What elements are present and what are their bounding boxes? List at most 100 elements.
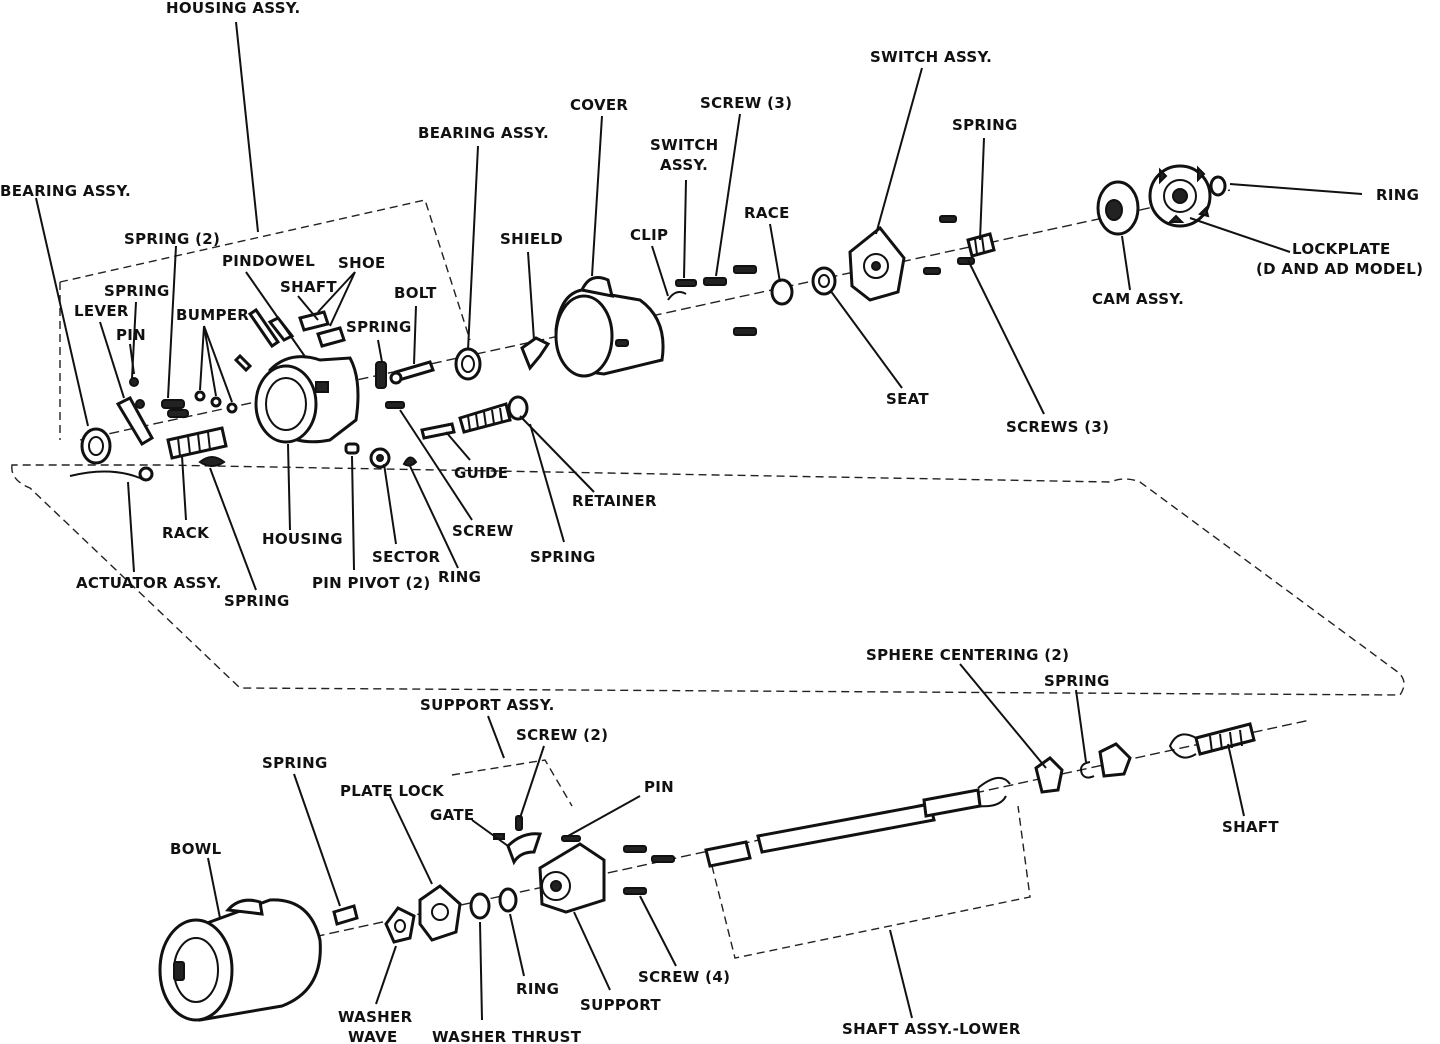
label-washer-wave-2: WAVE bbox=[348, 1028, 398, 1044]
spring-right-part bbox=[966, 232, 996, 258]
support-assy-bracket bbox=[451, 759, 573, 807]
label-screw-4: SCREW (4) bbox=[638, 968, 730, 986]
switch-assy-small-part bbox=[675, 279, 697, 287]
label-cover: COVER bbox=[570, 96, 628, 114]
label-bumper: BUMPER bbox=[176, 306, 249, 324]
label-ring-top: RING bbox=[1376, 186, 1419, 204]
race-part bbox=[770, 278, 794, 306]
label-race: RACE bbox=[744, 204, 790, 222]
label-spring-bowl: SPRING bbox=[262, 754, 328, 772]
shaft-top-part bbox=[267, 316, 295, 342]
label-sphere-centering-2: SPHERE CENTERING (2) bbox=[866, 646, 1069, 664]
spring-2-part bbox=[161, 399, 189, 418]
label-pin-top: PIN bbox=[116, 326, 146, 344]
ring-top-part bbox=[1209, 175, 1227, 197]
spring-lower-part bbox=[198, 456, 226, 467]
label-spring-lever: SPRING bbox=[104, 282, 170, 300]
label-bolt: BOLT bbox=[394, 284, 437, 302]
bowl-part bbox=[158, 898, 322, 1022]
label-plate-lock: PLATE LOCK bbox=[340, 782, 445, 800]
clip-part bbox=[667, 291, 687, 301]
spring-sphere-part bbox=[1080, 761, 1095, 779]
label-switch-assy-small-1: SWITCH bbox=[650, 136, 719, 154]
cover-part bbox=[554, 276, 665, 378]
label-support: SUPPORT bbox=[580, 996, 661, 1014]
label-screw-2: SCREW (2) bbox=[516, 726, 608, 744]
leader-lines bbox=[35, 21, 1363, 1021]
label-shaft-right: SHAFT bbox=[1222, 818, 1279, 836]
lever-part bbox=[115, 377, 155, 447]
upper-group-outline bbox=[11, 199, 1405, 696]
washer-thrust-part bbox=[469, 892, 491, 920]
housing-part bbox=[254, 355, 360, 444]
spring-guide-part bbox=[458, 402, 512, 434]
screw-mid-part bbox=[385, 401, 405, 409]
label-spring-housing: SPRING bbox=[346, 318, 412, 336]
label-sector: SECTOR bbox=[372, 548, 441, 566]
label-screw-3-top: SCREW (3) bbox=[700, 94, 792, 112]
label-retainer: RETAINER bbox=[572, 492, 657, 510]
label-washer-thrust: WASHER THRUST bbox=[432, 1028, 582, 1044]
spring-housing-part bbox=[375, 361, 387, 389]
ring-bottom-part bbox=[498, 887, 518, 913]
washer-wave-part bbox=[384, 906, 416, 944]
switch-assy-part bbox=[848, 225, 906, 302]
screw-2-part bbox=[515, 815, 523, 831]
label-shaft-assy-lower: SHAFT ASSY.-LOWER bbox=[842, 1020, 1021, 1038]
label-ring-bottom: RING bbox=[516, 980, 559, 998]
label-shaft-top: SHAFT bbox=[280, 278, 337, 296]
label-bearing-assy-left: BEARING ASSY. bbox=[0, 182, 131, 200]
label-housing: HOUSING bbox=[262, 530, 343, 548]
label-rack: RACK bbox=[162, 524, 210, 542]
support-part bbox=[538, 842, 606, 914]
label-spring-actuator: SPRING bbox=[224, 592, 290, 610]
seat-part bbox=[811, 266, 837, 296]
label-gate: GATE bbox=[430, 806, 474, 824]
label-pindowel: PINDOWEL bbox=[222, 252, 315, 270]
pindowel-part bbox=[233, 307, 281, 373]
cam-assy-part bbox=[1096, 180, 1140, 236]
retainer-part bbox=[507, 395, 529, 421]
label-pin-pivot-2: PIN PIVOT (2) bbox=[312, 574, 431, 592]
spring-bowl-part bbox=[332, 904, 359, 926]
label-housing-assy: HOUSING ASSY. bbox=[166, 0, 300, 17]
label-lever: LEVER bbox=[74, 302, 129, 320]
bumper-part bbox=[194, 390, 238, 414]
label-pin-bottom: PIN bbox=[644, 778, 674, 796]
label-washer-wave-1: WASHER bbox=[338, 1008, 413, 1026]
pin-bottom-part bbox=[561, 835, 581, 842]
bearing-assy-left-part bbox=[80, 427, 112, 465]
label-spring-guide: SPRING bbox=[530, 548, 596, 566]
label-guide: GUIDE bbox=[454, 464, 508, 482]
label-clip: CLIP bbox=[630, 226, 668, 244]
label-screws-3: SCREWS (3) bbox=[1006, 418, 1109, 436]
label-bowl: BOWL bbox=[170, 840, 222, 858]
actuator-assy-part bbox=[69, 466, 154, 482]
shaft-lower-part bbox=[704, 777, 1011, 868]
guide-part bbox=[420, 422, 456, 440]
label-bearing-assy-mid: BEARING ASSY. bbox=[418, 124, 549, 142]
plate-lock-part bbox=[418, 884, 462, 942]
gate-part bbox=[493, 832, 543, 866]
label-spring-right: SPRING bbox=[952, 116, 1018, 134]
label-spring-2-top: SPRING (2) bbox=[124, 230, 220, 248]
ring-mid-part bbox=[402, 456, 418, 467]
pin-pivot-part bbox=[344, 442, 360, 455]
shoe-part bbox=[298, 310, 346, 348]
label-switch-assy: SWITCH ASSY. bbox=[870, 48, 992, 66]
label-spring-sphere: SPRING bbox=[1044, 672, 1110, 690]
label-lockplate-1: LOCKPLATE bbox=[1292, 240, 1391, 258]
label-switch-assy-small-2: ASSY. bbox=[660, 156, 708, 174]
sphere-centering-part bbox=[1034, 742, 1132, 794]
label-support-assy: SUPPORT ASSY. bbox=[420, 696, 555, 714]
sector-part bbox=[369, 447, 391, 469]
bearing-assy-mid-part bbox=[454, 347, 482, 381]
screws-right-part bbox=[923, 215, 975, 275]
screw-4-part bbox=[623, 845, 675, 895]
label-cam-assy: CAM ASSY. bbox=[1092, 290, 1184, 308]
label-lockplate-2: (D AND AD MODEL) bbox=[1256, 260, 1423, 278]
label-ring-mid: RING bbox=[438, 568, 481, 586]
lockplate-part bbox=[1148, 164, 1212, 228]
